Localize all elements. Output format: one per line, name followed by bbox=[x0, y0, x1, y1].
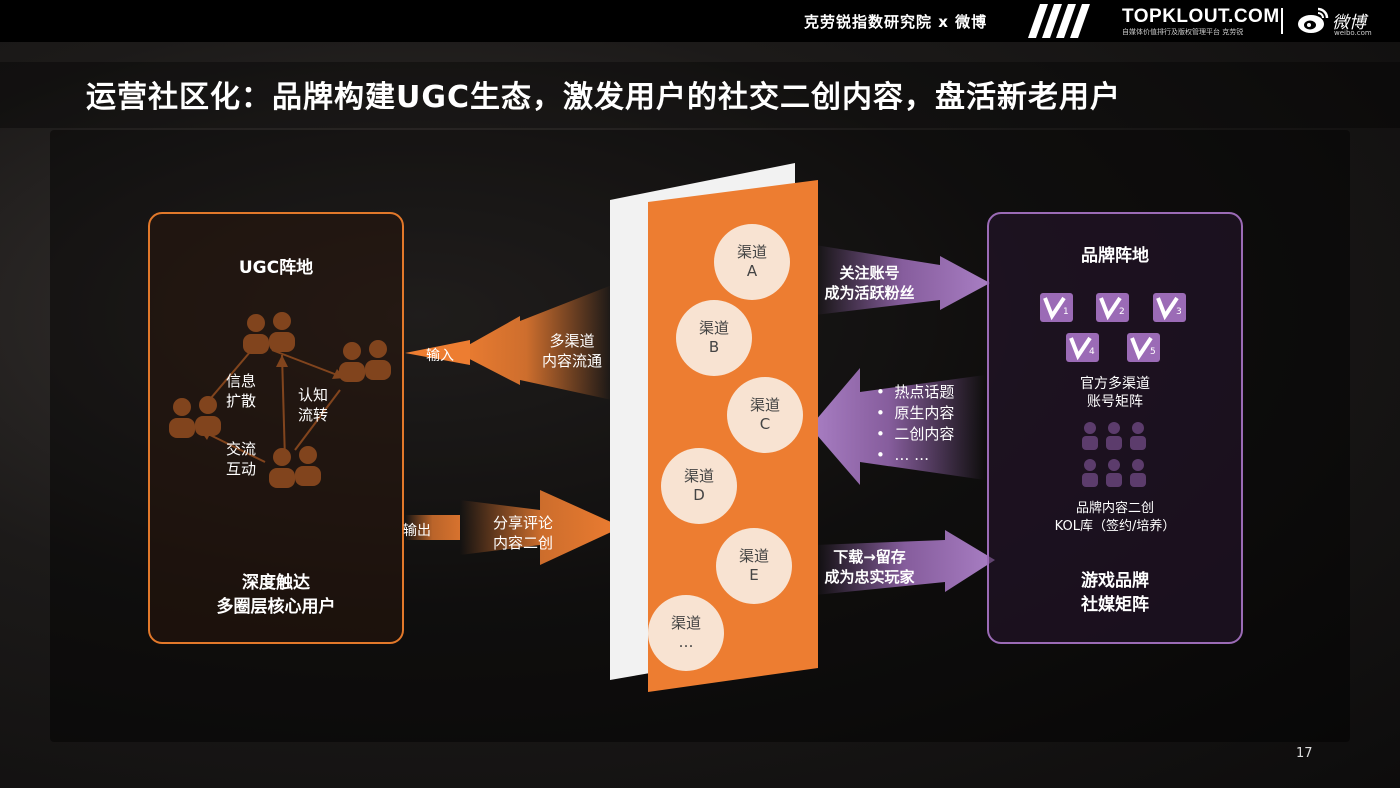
bullet-item: • … … bbox=[876, 446, 930, 464]
bullet-item: • 热点话题 bbox=[876, 383, 955, 401]
channel-letter: C bbox=[759, 415, 771, 433]
channel-label: 渠道 bbox=[698, 319, 729, 337]
weibo-url: weibo.com bbox=[1334, 29, 1372, 37]
slashes-logo bbox=[1028, 4, 1090, 38]
page-number: 17 bbox=[1296, 746, 1313, 761]
multi-channel-label-2: 内容流通 bbox=[541, 352, 602, 370]
label-cognize-1: 认知 bbox=[298, 386, 329, 404]
follow-label-1: 关注账号 bbox=[839, 264, 900, 282]
arrow-follow-account bbox=[815, 245, 990, 315]
v-badge-number: 5 bbox=[1150, 347, 1156, 357]
arrow-content-feedback bbox=[810, 368, 985, 485]
ugc-footer-2: 多圈层核心用户 bbox=[216, 597, 336, 617]
weibo-wordmark: 微博 bbox=[1332, 13, 1366, 33]
label-spread-2: 扩散 bbox=[226, 392, 257, 410]
ugc-zone-box bbox=[148, 212, 404, 644]
label-interact-2: 互动 bbox=[226, 460, 257, 478]
download-label-2: 成为忠实玩家 bbox=[824, 568, 915, 586]
title-band bbox=[0, 62, 1400, 128]
share-label-1: 分享评论 bbox=[492, 514, 553, 532]
v-badge-number: 3 bbox=[1176, 307, 1182, 317]
v-badge-icon: 5 bbox=[1127, 333, 1160, 362]
ugc-heading: UGC阵地 bbox=[238, 258, 314, 278]
arrow-output-share bbox=[405, 490, 622, 565]
channel-letter: D bbox=[693, 486, 705, 504]
matrix-label-1: 官方多渠道 bbox=[1080, 376, 1150, 392]
brand-footer-2: 社媒矩阵 bbox=[1081, 595, 1149, 615]
input-label: 输入 bbox=[426, 348, 454, 364]
brand-zone-box bbox=[987, 212, 1243, 644]
v-badge-icon: 2 bbox=[1096, 293, 1129, 322]
ugc-footer-1: 深度触达 bbox=[242, 573, 310, 593]
v-badge-number: 1 bbox=[1063, 307, 1069, 317]
channel-letter: B bbox=[708, 338, 720, 356]
matrix-label-2: 账号矩阵 bbox=[1087, 394, 1143, 410]
channel-label: 渠道 bbox=[670, 614, 701, 632]
label-cognize-2: 流转 bbox=[298, 406, 329, 424]
output-label: 输出 bbox=[403, 523, 431, 539]
share-label-2: 内容二创 bbox=[492, 534, 553, 552]
page-title: 运营社区化：品牌构建UGC生态，激发用户的社交二创内容，盘活新老用户 bbox=[86, 80, 1121, 115]
content-bullet-list: • 热点话题 • 原生内容 • 二创内容 • … … bbox=[876, 382, 954, 466]
weibo-icon bbox=[1298, 7, 1329, 33]
brand-subtitle: 自媒体价值排行及版权管理平台 克劳锐 bbox=[1122, 28, 1244, 36]
org-name: 克劳锐指数研究院 x 微博 bbox=[804, 13, 988, 31]
multi-channel-label-1: 多渠道 bbox=[549, 332, 595, 350]
follow-label-2: 成为活跃粉丝 bbox=[824, 284, 915, 302]
label-spread-1: 信息 bbox=[226, 372, 257, 390]
header-bar bbox=[0, 0, 1400, 42]
channel-letter: E bbox=[749, 566, 759, 584]
v-badge-number: 4 bbox=[1089, 347, 1095, 357]
channel-label: 渠道 bbox=[749, 396, 780, 414]
bullet-item: • 二创内容 bbox=[876, 425, 955, 443]
channel-label: 渠道 bbox=[736, 243, 767, 261]
channel-label: 渠道 bbox=[738, 547, 769, 565]
bullet-item: • 原生内容 bbox=[876, 404, 955, 422]
v-badge-icon: 1 bbox=[1040, 293, 1073, 322]
kol-label-1: 品牌内容二创 bbox=[1075, 501, 1154, 516]
channel-letter: A bbox=[746, 262, 758, 280]
label-interact-1: 交流 bbox=[226, 440, 257, 458]
header-divider bbox=[1281, 8, 1283, 34]
channel-label: 渠道 bbox=[683, 467, 714, 485]
brand-logo-text: TOPKLOUT.COM bbox=[1122, 6, 1280, 27]
download-label-1: 下载→留存 bbox=[833, 548, 906, 566]
kol-label-2: KOL库（签约/培养） bbox=[1054, 519, 1176, 534]
channel-letter: … bbox=[678, 633, 694, 651]
brand-heading: 品牌阵地 bbox=[1081, 246, 1149, 266]
v-badge-icon: 4 bbox=[1066, 333, 1099, 362]
arrow-download-retain bbox=[815, 530, 995, 595]
arrow-multi-channel-input bbox=[405, 285, 612, 400]
brand-footer-1: 游戏品牌 bbox=[1081, 571, 1149, 591]
v-badge-number: 2 bbox=[1119, 307, 1125, 317]
channel-circle: 渠道… bbox=[648, 595, 724, 671]
v-badge-icon: 3 bbox=[1153, 293, 1186, 322]
